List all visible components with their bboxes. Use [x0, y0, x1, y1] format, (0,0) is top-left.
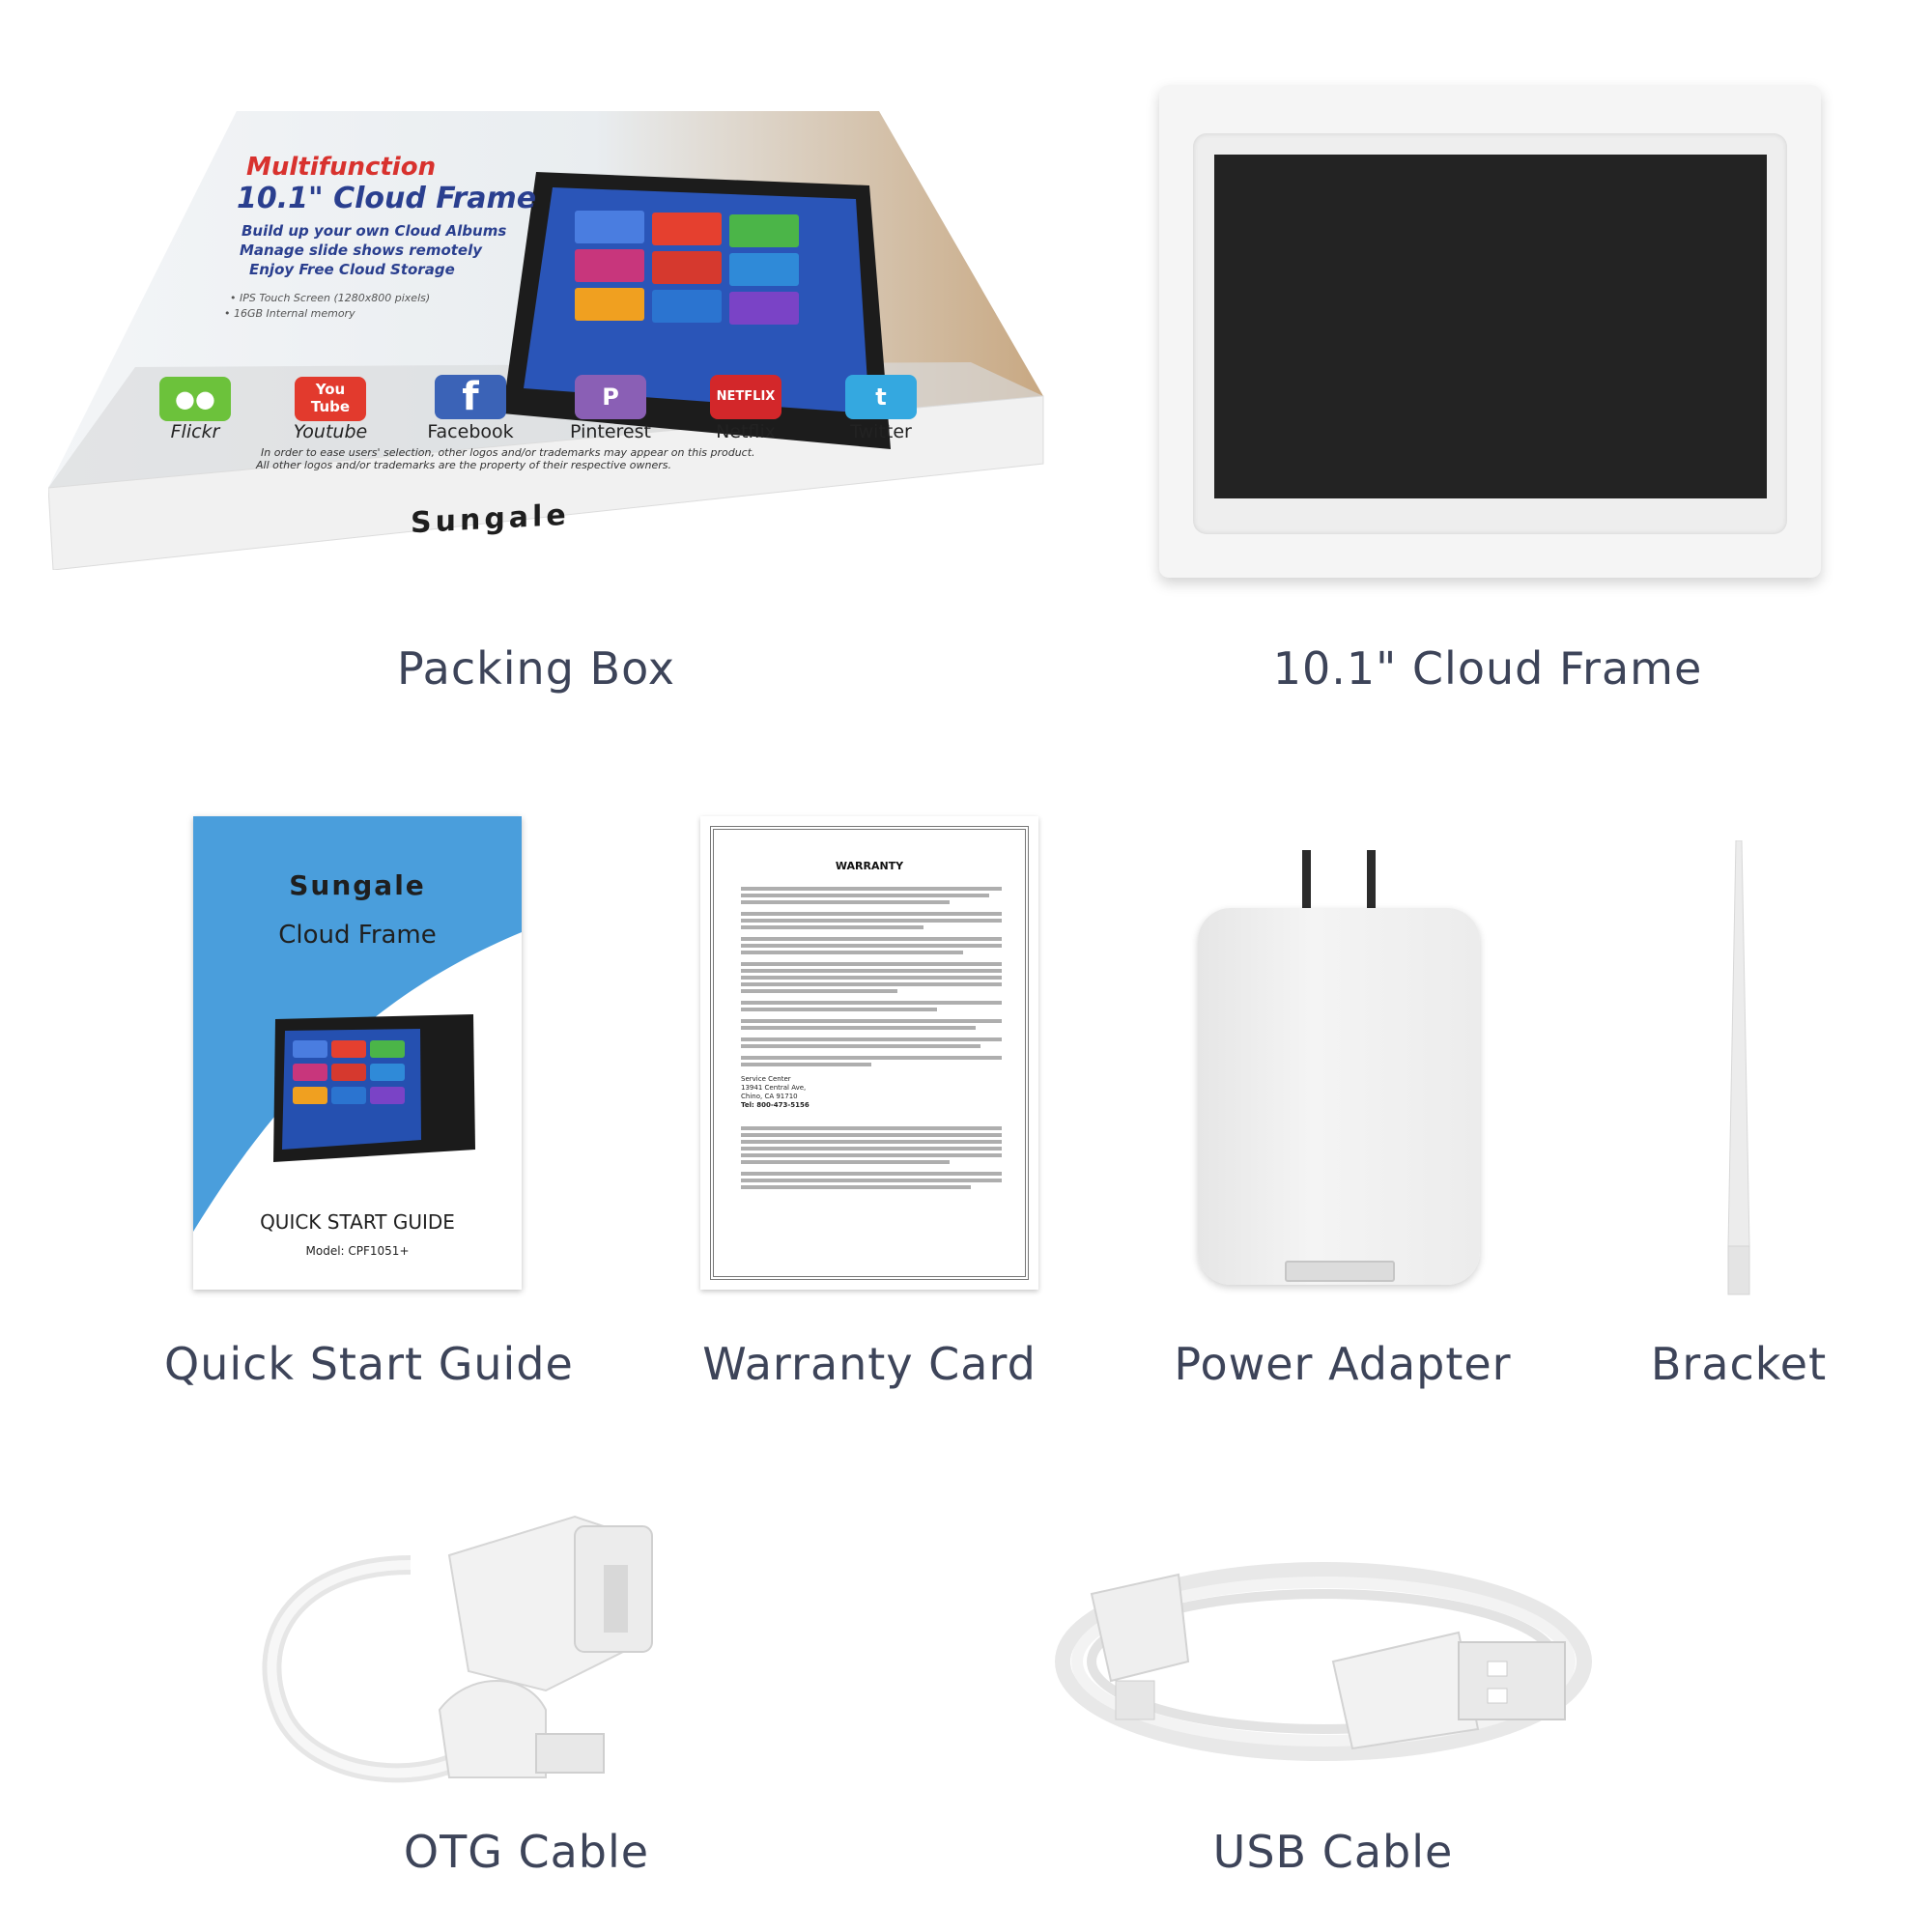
pinterest-icon: P: [575, 375, 646, 419]
box-disclaimer: In order to ease users' selection, other…: [261, 446, 755, 459]
social-label-youtube: Youtube: [293, 421, 368, 442]
warranty-card: WARRANTY Service Center 13941 Central Av…: [700, 816, 1038, 1290]
caption-warranty-card: Warranty Card: [702, 1338, 1037, 1390]
bracket-illustration: [1727, 839, 1750, 1295]
warranty-border: [710, 826, 1029, 1280]
box-disclaimer: All other logos and/or trademarks are th…: [256, 459, 672, 471]
warranty-heading: WARRANTY: [835, 860, 904, 872]
caption-usb-cable: USB Cable: [1212, 1826, 1454, 1878]
adapter-usb-port: [1285, 1261, 1395, 1282]
social-label-netflix: Netflix: [716, 421, 776, 442]
guide-tablet-tile: [331, 1087, 366, 1104]
guide-tablet-tile: [370, 1040, 405, 1058]
box-tablet-tile: [729, 253, 799, 286]
netflix-icon: NETFLIX: [710, 375, 781, 419]
box-tablet-tile: [652, 251, 722, 284]
packing-box: Multifunction 10.1" Cloud Frame Build up…: [47, 106, 1053, 571]
box-feature: Build up your own Cloud Albums: [242, 222, 507, 240]
quick-start-guide: Sungale Cloud Frame QUICK START GUIDE Mo…: [193, 816, 522, 1290]
box-spec: • 16GB Internal memory: [224, 307, 355, 320]
guide-model: Model: CPF1051+: [305, 1244, 410, 1258]
warranty-address: Chino, CA 91710: [741, 1093, 798, 1100]
guide-tablet-tile: [293, 1064, 327, 1081]
caption-power-adapter: Power Adapter: [1174, 1338, 1512, 1390]
warranty-legal-text: [741, 1123, 1002, 1192]
adapter-prong: [1302, 850, 1311, 918]
caption-cloud-frame: 10.1" Cloud Frame: [1272, 642, 1703, 695]
guide-brand-logo: Sungale: [289, 869, 426, 901]
facebook-icon: f: [435, 375, 506, 419]
warranty-address: 13941 Central Ave,: [741, 1084, 807, 1092]
box-feature: Manage slide shows remotely: [240, 242, 483, 259]
box-tablet-tile: [729, 292, 799, 325]
flickr-icon: ●●: [159, 377, 231, 421]
social-label-twitter: Twitter: [850, 421, 912, 442]
box-spec: • IPS Touch Screen (1280x800 pixels): [230, 292, 431, 304]
box-tablet-tile: [652, 290, 722, 323]
warranty-tel: Tel: 800-473-5156: [741, 1101, 810, 1109]
box-tablet-tile: [652, 213, 722, 245]
guide-title: QUICK START GUIDE: [260, 1210, 455, 1234]
social-label-facebook: Facebook: [427, 421, 514, 442]
guide-tablet-tile: [293, 1087, 327, 1104]
cloud-frame: [1159, 85, 1821, 578]
guide-tablet-tile: [331, 1040, 366, 1058]
caption-bracket: Bracket: [1650, 1338, 1828, 1390]
youtube-icon: You Tube: [295, 377, 366, 421]
adapter-prong: [1367, 850, 1376, 918]
box-tablet-tile: [575, 211, 644, 243]
guide-tablet-tile: [370, 1087, 405, 1104]
social-label-flickr: Flickr: [170, 421, 220, 442]
guide-tablet-tile: [331, 1064, 366, 1081]
caption-quick-start-guide: Quick Start Guide: [164, 1338, 574, 1390]
caption-packing-box: Packing Box: [396, 642, 676, 695]
box-feature: Enjoy Free Cloud Storage: [249, 261, 455, 278]
adapter-body: [1198, 908, 1480, 1285]
twitter-icon: t: [845, 375, 917, 419]
box-tablet-tile: [575, 249, 644, 282]
otg-cable-illustration: [262, 1515, 653, 1783]
box-headline: Multifunction: [246, 153, 437, 182]
warranty-body-text: [741, 884, 1002, 1069]
usb-cable-illustration: [1055, 1562, 1592, 1761]
box-tablet-tile: [729, 214, 799, 247]
bracket: [1715, 839, 1763, 1304]
social-label-pinterest: Pinterest: [570, 421, 651, 442]
guide-subtitle: Cloud Frame: [278, 921, 437, 950]
usb-cable: [1034, 1536, 1604, 1787]
otg-cable: [256, 1497, 797, 1806]
box-tablet-tile: [575, 288, 644, 321]
caption-otg-cable: OTG Cable: [403, 1826, 650, 1878]
guide-tablet-tile: [370, 1064, 405, 1081]
guide-tablet-tile: [293, 1040, 327, 1058]
cloud-frame-screen: [1214, 155, 1767, 498]
power-adapter: [1188, 850, 1488, 1294]
box-product-name: 10.1" Cloud Frame: [237, 182, 537, 215]
warranty-service-center: Service Center: [741, 1075, 791, 1083]
